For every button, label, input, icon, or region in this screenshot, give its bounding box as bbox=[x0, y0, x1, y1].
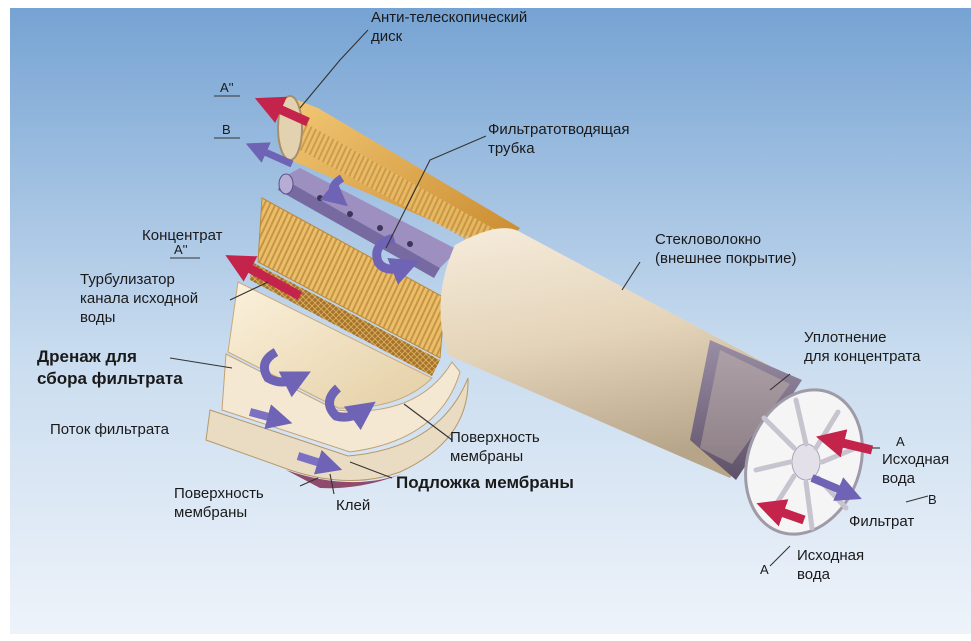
label-feed-spacer-line1: Турбулизатор bbox=[80, 270, 198, 289]
label-feed-water-right-line2: вода bbox=[882, 469, 949, 488]
label-membrane-surface-left-line2: мембраны bbox=[174, 503, 264, 522]
label-feed-spacer-line2: канала исходной bbox=[80, 289, 198, 308]
label-permeate: Фильтрат bbox=[849, 512, 914, 531]
label-membrane-surface-right-line2: мембраны bbox=[450, 447, 540, 466]
label-membrane-surface-right-line1: Поверхность bbox=[450, 428, 540, 447]
label-anti-telescopic-disk-line2: диск bbox=[371, 27, 527, 46]
label-membrane-surface-left-line1: Поверхность bbox=[174, 484, 264, 503]
label-feed-water-right: Исходная вода bbox=[882, 450, 949, 488]
label-feed-water-bottom: Исходная вода bbox=[797, 546, 864, 584]
label-membrane-surface-left: Поверхность мембраны bbox=[174, 484, 264, 522]
label-concentrate-seal: Уплотнение для концентрата bbox=[804, 328, 920, 366]
label-permeate-tube-line1: Фильтратотводящая bbox=[488, 120, 629, 139]
label-feed-spacer: Турбулизатор канала исходной воды bbox=[80, 270, 198, 327]
label-permeate-tube: Фильтратотводящая трубка bbox=[488, 120, 629, 158]
label-concentrate-seal-line1: Уплотнение bbox=[804, 328, 920, 347]
label-membrane-support: Подложка мембраны bbox=[396, 472, 574, 494]
label-anti-telescopic-disk-line1: Анти-телескопический bbox=[371, 8, 527, 27]
label-fiberglass: Стекловолокно (внешнее покрытие) bbox=[655, 230, 797, 268]
marker-b-top: B bbox=[222, 122, 231, 137]
label-permeate-drain: Дренаж для сбора фильтрата bbox=[37, 346, 183, 390]
marker-a-double-mid: A'' bbox=[174, 242, 188, 257]
label-feed-water-right-line1: Исходная bbox=[882, 450, 949, 469]
marker-a-right: A bbox=[896, 434, 905, 449]
label-membrane-surface-right: Поверхность мембраны bbox=[450, 428, 540, 466]
marker-b-right: B bbox=[928, 492, 937, 507]
label-fiberglass-line2: (внешнее покрытие) bbox=[655, 249, 797, 268]
label-feed-water-bottom-line1: Исходная bbox=[797, 546, 864, 565]
label-glue: Клей bbox=[336, 496, 370, 515]
marker-a-double-top: A'' bbox=[220, 80, 234, 95]
label-permeate-flow: Поток фильтрата bbox=[50, 420, 169, 439]
label-feed-water-bottom-line2: вода bbox=[797, 565, 864, 584]
label-permeate-tube-line2: трубка bbox=[488, 139, 629, 158]
label-permeate-drain-line2: сбора фильтрата bbox=[37, 368, 183, 390]
label-fiberglass-line1: Стекловолокно bbox=[655, 230, 797, 249]
label-concentrate-seal-line2: для концентрата bbox=[804, 347, 920, 366]
marker-a-bottom: A bbox=[760, 562, 769, 577]
label-anti-telescopic-disk: Анти-телескопический диск bbox=[371, 8, 527, 46]
label-feed-spacer-line3: воды bbox=[80, 308, 198, 327]
label-permeate-drain-line1: Дренаж для bbox=[37, 346, 183, 368]
